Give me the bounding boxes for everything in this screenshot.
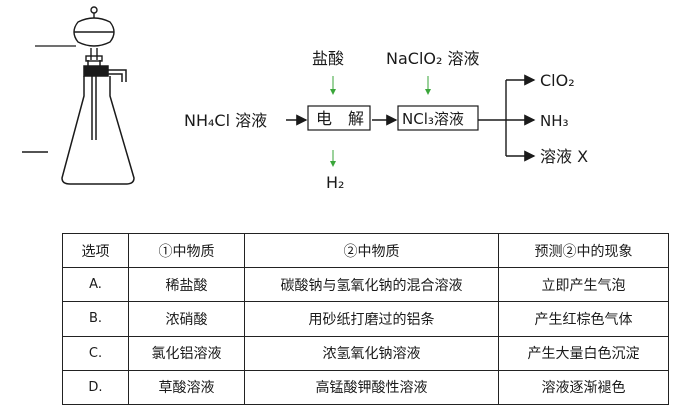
options-table: 选项 ①中物质 ②中物质 预测②中的现象 A. 稀盐酸 碳酸钠与氢氧化钠的混合溶… [62,233,669,406]
substance-2-cell: 碳酸钠与氢氧化钠的混合溶液 [244,266,499,303]
substance-1-cell: 浓硝酸 [128,301,245,337]
prediction-cell: 立即产生气泡 [498,266,669,303]
substance-2-cell: 浓氢氧化钠溶液 [244,335,499,371]
flow-diagram: NH₄Cl 溶液 盐酸 电 解 H₂ NaClO₂ 溶液 NCl₃溶液 ClO₂… [184,49,588,192]
hcl-label: 盐酸 [312,49,344,68]
option-label: A. [62,266,129,303]
separatory-funnel [73,6,115,62]
naclo2-label: NaClO₂ 溶液 [386,49,480,68]
input-label: NH₄Cl 溶液 [184,111,267,130]
conical-flask [61,60,135,185]
ncl3-box [397,105,479,131]
option-label: D. [62,369,129,406]
table-row: D. 草酸溶液 高锰酸钾酸性溶液 溶液逐渐褪色 [62,369,669,406]
electrolysis-box [307,105,371,131]
prediction-cell: 产生红棕色气体 [498,301,669,337]
table-row: C. 氯化铝溶液 浓氢氧化钠溶液 产生大量白色沉淀 [62,335,669,371]
output-clo2: ClO₂ [540,71,575,90]
ncl3-label: NCl₃溶液 [402,110,464,128]
electrolysis-label: 电 解 [316,109,364,128]
table-row: A. 稀盐酸 碳酸钠与氢氧化钠的混合溶液 立即产生气泡 [62,266,669,303]
header-substance-2: ②中物质 [244,233,499,268]
output-solution-x: 溶液 X [540,147,588,166]
header-option: 选项 [62,233,129,268]
option-label: C. [62,335,129,371]
prediction-cell: 溶液逐渐褪色 [498,369,669,406]
header-prediction: 预测②中的现象 [498,233,669,268]
option-label: B. [62,301,129,337]
apparatus-diagram [22,6,135,185]
header-substance-1: ①中物质 [128,233,245,268]
substance-1-cell: 草酸溶液 [128,369,245,406]
substance-1-cell: 稀盐酸 [128,266,245,303]
substance-1-cell: 氯化铝溶液 [128,335,245,371]
substance-2-cell: 高锰酸钾酸性溶液 [244,369,499,406]
h2-label: H₂ [326,173,344,192]
prediction-cell: 产生大量白色沉淀 [498,335,669,371]
output-nh3: NH₃ [540,112,569,130]
table-row: B. 浓硝酸 用砂纸打磨过的铝条 产生红棕色气体 [62,301,669,337]
table-header-row: 选项 ①中物质 ②中物质 预测②中的现象 [62,233,669,268]
substance-2-cell: 用砂纸打磨过的铝条 [244,301,499,337]
